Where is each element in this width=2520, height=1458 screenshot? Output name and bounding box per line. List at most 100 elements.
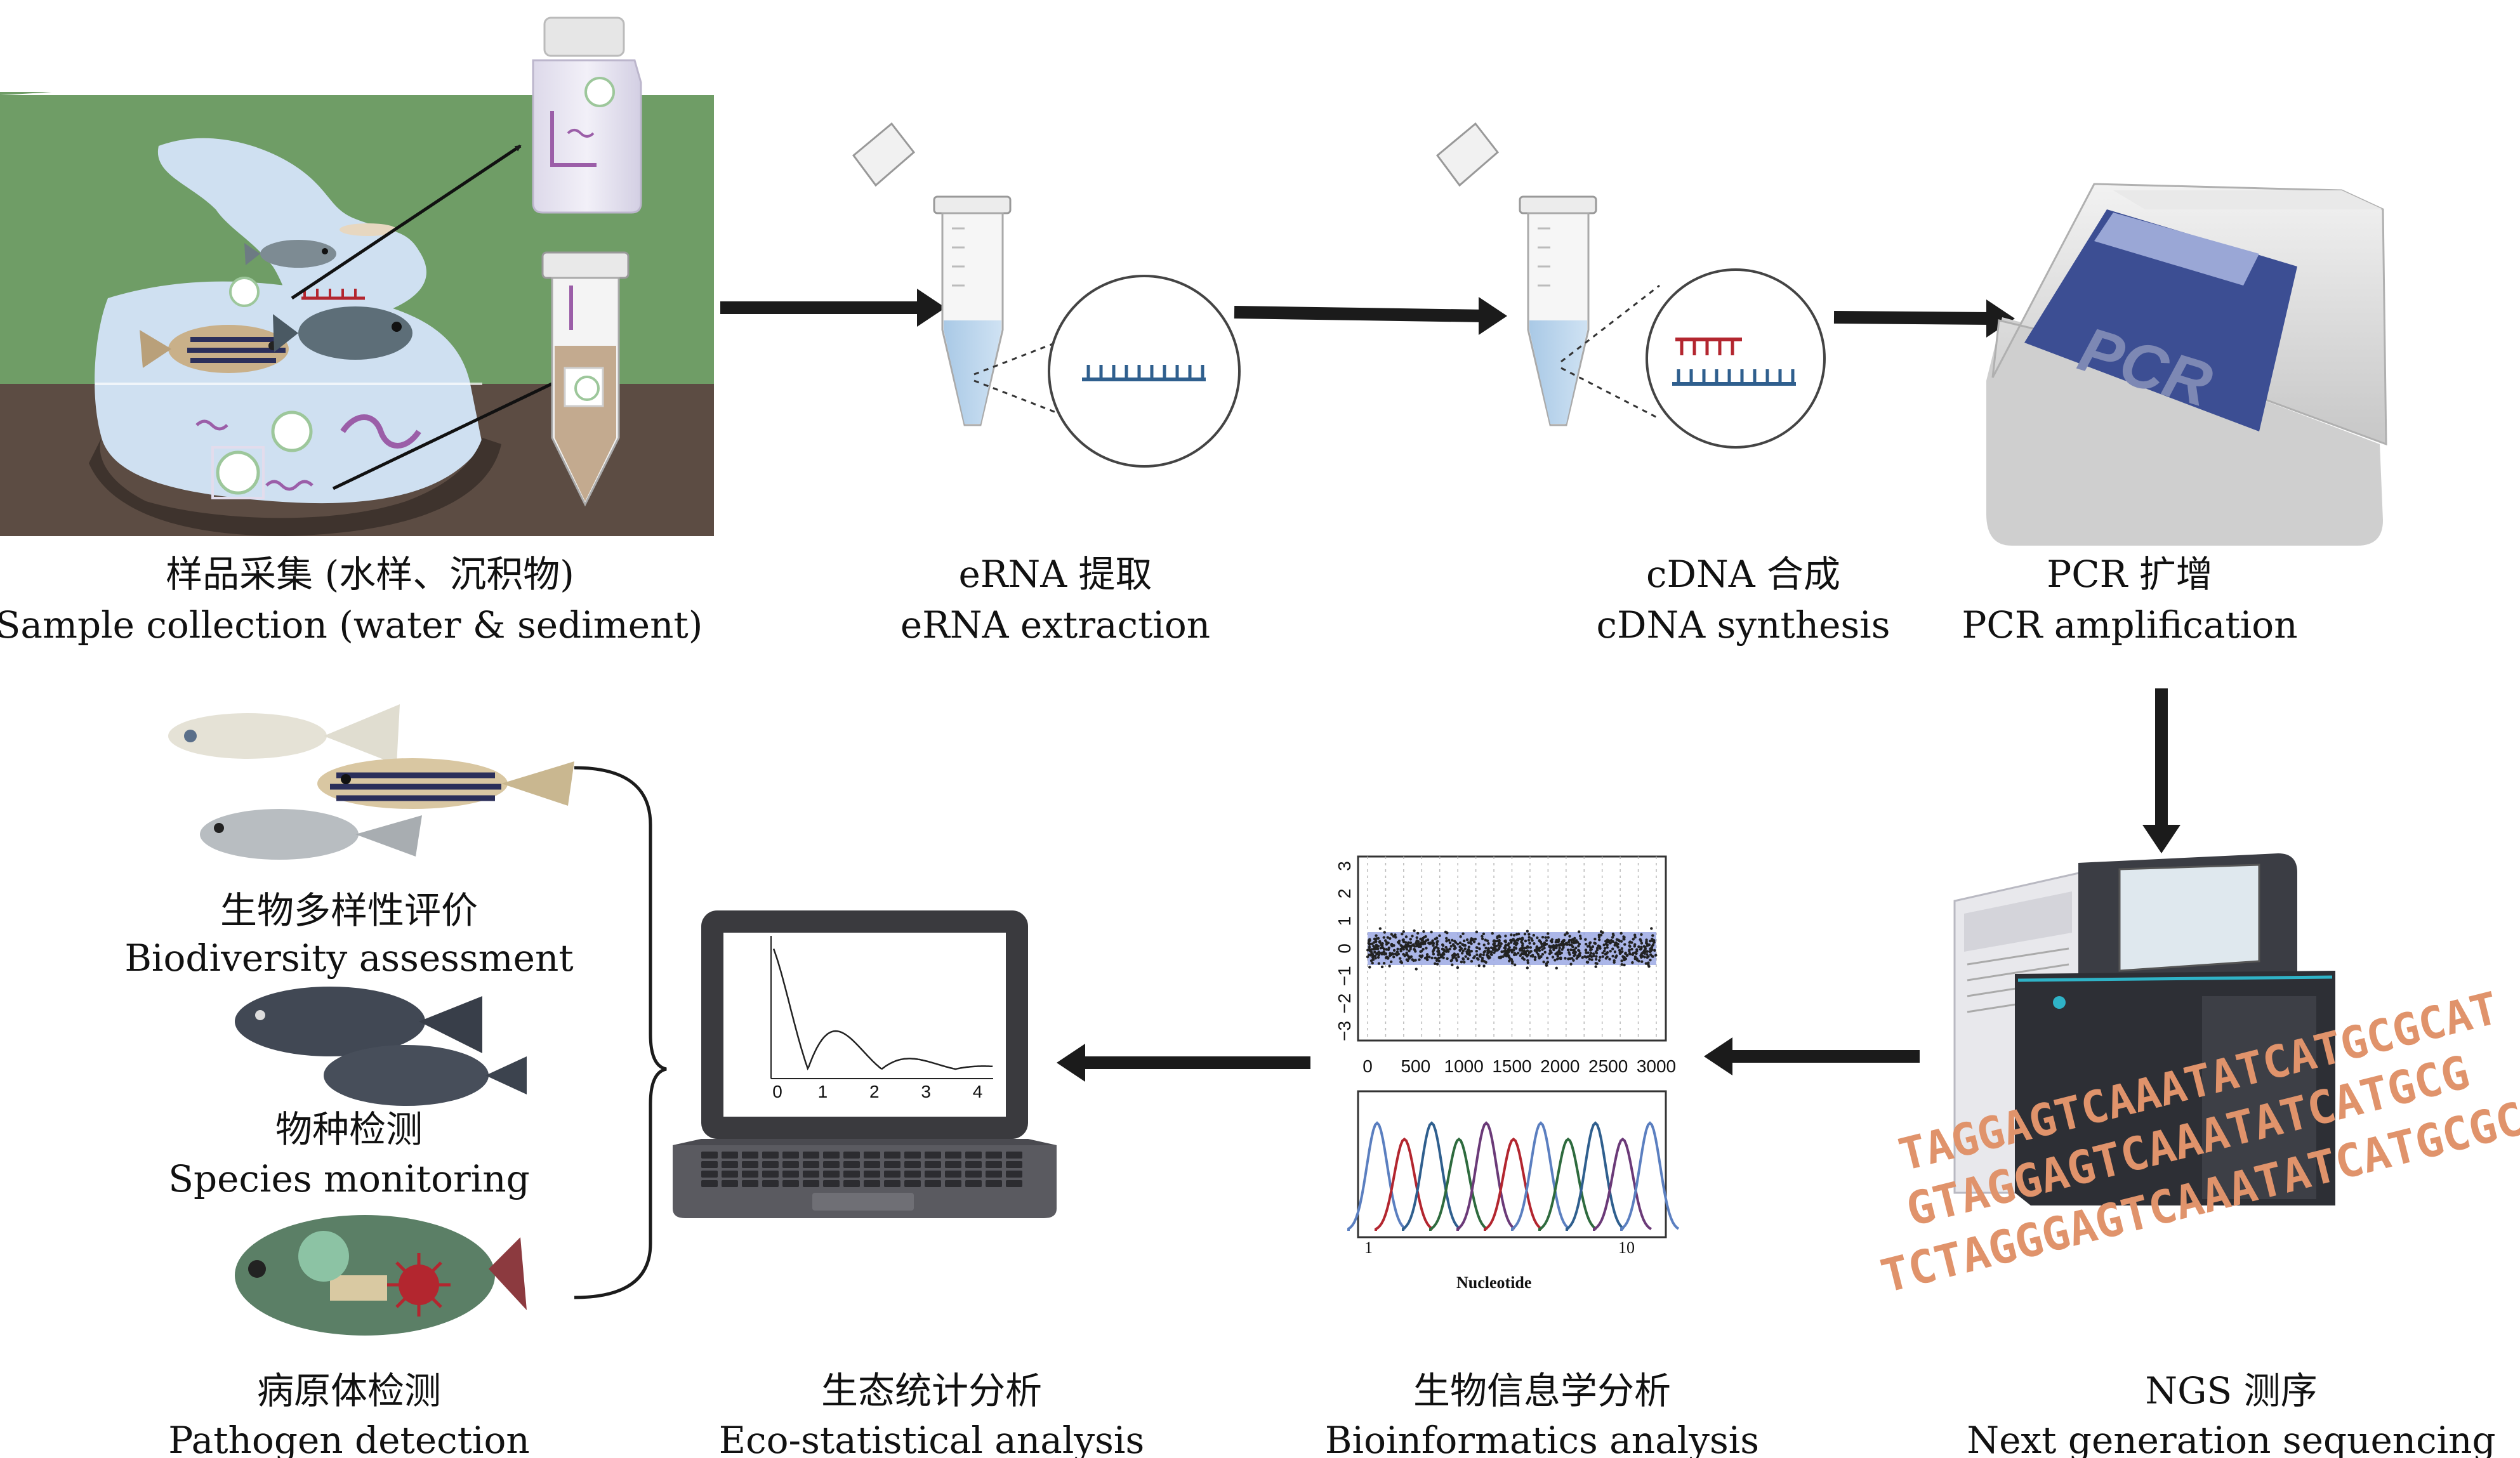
scatter-point <box>1422 936 1426 939</box>
scatter-point <box>1542 960 1545 964</box>
scatter-point <box>1595 962 1599 966</box>
keyboard-key <box>843 1180 860 1187</box>
scatter-point <box>1604 957 1608 960</box>
scatter-point <box>1524 951 1527 955</box>
scatter-point <box>1483 950 1487 953</box>
scatter-point <box>1437 947 1440 950</box>
grouping-brace <box>574 766 667 1299</box>
scatter-point <box>1399 960 1402 963</box>
synthesis-label-en: cDNA synthesis <box>1596 603 1890 647</box>
scatter-point <box>1527 936 1531 939</box>
scatter-point <box>1482 932 1486 936</box>
scatter-point <box>1508 959 1511 962</box>
scatter-point <box>1533 958 1537 961</box>
thermocycler-icon: PCR <box>1986 183 2387 546</box>
scatter-y-tick: 0 <box>1335 943 1354 954</box>
scatter-point <box>1498 938 1501 942</box>
seabass-icon <box>200 809 422 860</box>
scatter-point <box>1578 942 1581 946</box>
scatter-point <box>1461 932 1465 935</box>
scatter-point <box>1384 952 1388 956</box>
keyboard-key <box>904 1180 921 1187</box>
scatter-point <box>1484 938 1488 942</box>
scatter-point <box>1592 954 1595 957</box>
scatter-point <box>1482 943 1486 947</box>
scatter-point <box>1578 935 1582 938</box>
scatter-point <box>1475 953 1479 957</box>
scatter-point <box>1595 955 1598 958</box>
keyboard-key <box>803 1171 819 1178</box>
scatter-point <box>1463 961 1466 964</box>
scatter-point <box>1481 935 1484 938</box>
scatter-point <box>1570 941 1574 944</box>
keyboard-key <box>1006 1171 1022 1178</box>
keyboard-key <box>986 1171 1002 1178</box>
chromatogram-peak <box>1538 1137 1598 1231</box>
scatter-y-tick: 2 <box>1335 889 1354 899</box>
scatter-point <box>1373 950 1376 954</box>
scatter-point <box>1552 946 1555 950</box>
scatter-point <box>1651 948 1654 952</box>
scatter-point <box>1602 943 1606 947</box>
scatter-point <box>1558 950 1561 954</box>
scatter-point <box>1435 943 1439 946</box>
scatter-point <box>1514 947 1518 950</box>
scatter-point <box>1555 946 1558 950</box>
scatter-point <box>1425 947 1428 950</box>
scatter-point <box>1651 937 1654 941</box>
scatter-point <box>1445 936 1448 940</box>
scatter-point <box>1647 943 1651 947</box>
scatter-point <box>1551 956 1555 959</box>
scatter-point <box>1654 954 1658 957</box>
scatter-point <box>1611 936 1614 939</box>
scatter-point <box>1615 942 1618 946</box>
scatter-point <box>1475 950 1478 953</box>
scatter-point <box>1371 961 1374 965</box>
scatter-point <box>1585 942 1588 946</box>
scatter-point <box>1653 941 1656 944</box>
scatter-point <box>1613 961 1616 964</box>
scatter-y-tick: 3 <box>1335 861 1354 871</box>
keyboard-key <box>864 1161 880 1168</box>
scatter-point <box>1517 951 1520 955</box>
scatter-point <box>1426 958 1429 961</box>
scatter-point <box>1572 959 1575 962</box>
scatter-y-tick: −3 <box>1335 1021 1354 1041</box>
scatter-point <box>1448 947 1451 950</box>
scatter-point <box>1650 946 1653 949</box>
scatter-point <box>1467 957 1470 961</box>
scatter-point <box>1458 941 1462 945</box>
ngs-label-en: Next generation sequencing <box>1967 1419 2495 1458</box>
scatter-point <box>1371 956 1375 959</box>
scatter-point <box>1377 962 1381 965</box>
scatter-point <box>1489 952 1493 956</box>
keyboard-key <box>864 1180 880 1187</box>
keyboard-key <box>965 1171 982 1178</box>
scatter-point <box>1573 936 1576 940</box>
scatter-point <box>1384 939 1387 942</box>
scatter-point <box>1461 949 1465 952</box>
keyboard-key <box>742 1171 758 1178</box>
scatter-point <box>1472 940 1476 943</box>
scatter-point <box>1446 931 1449 935</box>
scatter-point <box>1419 942 1422 946</box>
scatter-point <box>1413 945 1416 948</box>
scatter-point <box>1444 950 1448 953</box>
keyboard-key <box>904 1152 921 1159</box>
scatter-point <box>1467 945 1471 949</box>
laptop-x-tick: 1 <box>818 1082 828 1101</box>
scatter-point <box>1451 938 1454 942</box>
keyboard-key <box>701 1161 718 1168</box>
scatter-point <box>1573 948 1576 952</box>
scatter-point <box>1447 938 1451 942</box>
scatter-point <box>1515 938 1519 942</box>
scatter-point <box>1437 959 1441 962</box>
scatter-point <box>1453 952 1456 956</box>
scatter-point <box>1612 933 1615 937</box>
scatter-point <box>1375 945 1378 949</box>
biodiversity-label-en: Biodiversity assessment <box>124 936 573 980</box>
scatter-point <box>1578 954 1581 957</box>
scatter-point <box>1571 957 1574 960</box>
